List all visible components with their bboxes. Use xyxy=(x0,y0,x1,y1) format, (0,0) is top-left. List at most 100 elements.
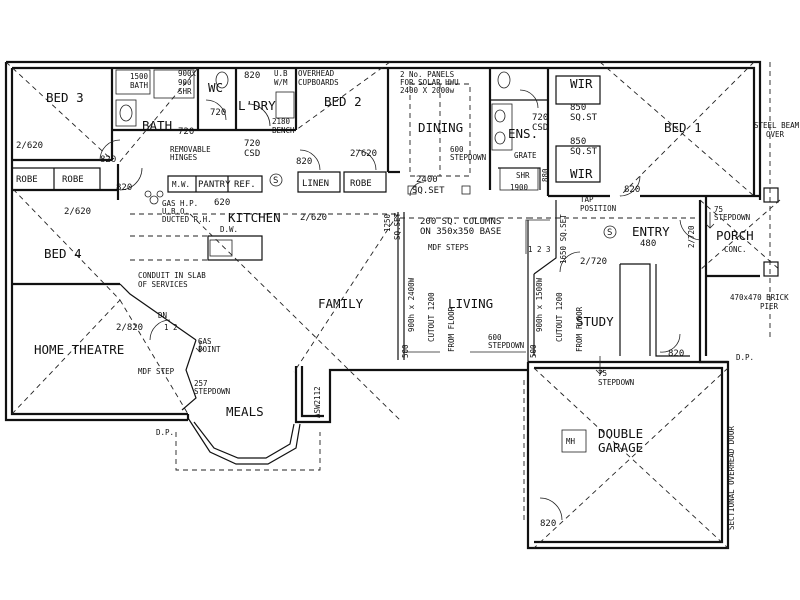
svg-text:STEPDOWN: STEPDOWN xyxy=(714,213,750,222)
svg-text:820: 820 xyxy=(624,185,640,195)
svg-text:BENCH: BENCH xyxy=(272,126,295,135)
svg-text:GAS: GAS xyxy=(198,337,212,346)
svg-text:820: 820 xyxy=(296,157,312,167)
room-ens: ENS. xyxy=(508,126,538,141)
svg-text:ROBE: ROBE xyxy=(16,175,38,185)
svg-text:2/620: 2/620 xyxy=(64,207,91,217)
svg-text:900h x 1500W: 900h x 1500W xyxy=(535,277,544,332)
room-bed4: BED 4 xyxy=(44,246,82,261)
room-ldry: L'DRY xyxy=(238,98,276,113)
svg-text:MH: MH xyxy=(566,437,576,446)
svg-text:U.B: U.B xyxy=(274,69,288,78)
room-bed1: BED 1 xyxy=(664,120,702,135)
svg-text:W/M: W/M xyxy=(274,78,288,87)
mdf-steps xyxy=(525,219,550,254)
svg-text:820: 820 xyxy=(116,183,132,193)
column-1 xyxy=(407,185,417,195)
svg-text:900: 900 xyxy=(178,78,192,87)
room-wir-top: WIR xyxy=(570,76,593,91)
hot-plate xyxy=(149,195,159,205)
room-family: FAMILY xyxy=(318,296,364,311)
svg-text:STEEL BEAM: STEEL BEAM xyxy=(754,121,800,130)
svg-text:GAS H.P.: GAS H.P. xyxy=(162,199,198,208)
svg-text:S: S xyxy=(607,228,612,238)
svg-text:720: 720 xyxy=(244,139,260,149)
svg-text:M.W.: M.W. xyxy=(172,180,190,189)
svg-text:STEPDOWN: STEPDOWN xyxy=(488,341,524,350)
door-swings xyxy=(99,89,701,521)
brick-pier-top xyxy=(763,187,779,203)
svg-text:SHR: SHR xyxy=(516,171,530,180)
svg-text:SQ.ST: SQ.ST xyxy=(570,113,598,123)
svg-text:ON 350x350 BASE: ON 350x350 BASE xyxy=(420,227,501,237)
svg-text:850: 850 xyxy=(570,137,586,147)
svg-text:880: 880 xyxy=(541,168,550,182)
outer-walls xyxy=(4,60,762,550)
svg-text:OVER: OVER xyxy=(766,130,785,139)
svg-text:PIER: PIER xyxy=(760,302,779,311)
room-labels: BED 3 BATH WC L'DRY BED 2 DINING ENS. WI… xyxy=(34,76,754,455)
svg-text:2/820: 2/820 xyxy=(116,323,143,333)
svg-text:POSITION: POSITION xyxy=(580,204,616,213)
svg-text:2400 X 2000w: 2400 X 2000w xyxy=(400,86,455,95)
svg-text:REF.: REF. xyxy=(234,180,256,190)
svg-text:2/620: 2/620 xyxy=(16,141,43,151)
svg-text:STEPDOWN: STEPDOWN xyxy=(194,387,230,396)
svg-text:2 No. PANELS: 2 No. PANELS xyxy=(400,70,455,79)
svg-text:REMOVABLE: REMOVABLE xyxy=(170,145,211,154)
manhole xyxy=(561,429,587,453)
svg-text:1900: 1900 xyxy=(510,183,529,192)
svg-text:SECTIONAL OVERHEAD DOOR: SECTIONAL OVERHEAD DOOR xyxy=(727,426,736,530)
svg-text:600: 600 xyxy=(488,333,502,342)
svg-text:D.P.: D.P. xyxy=(156,428,174,437)
room-wc: WC xyxy=(208,80,223,95)
svg-text:FOR SOLAR HWU: FOR SOLAR HWU xyxy=(400,78,459,87)
bathtub xyxy=(115,69,151,95)
shower xyxy=(153,69,195,99)
smoke-detector-1 xyxy=(269,173,283,187)
svg-text:LINEN: LINEN xyxy=(302,179,329,189)
room-kitchen: KITCHEN xyxy=(228,210,281,225)
svg-text:2180: 2180 xyxy=(272,117,291,126)
vanity xyxy=(115,99,137,127)
svg-text:1650 SQ.SET: 1650 SQ.SET xyxy=(559,214,568,264)
svg-text:CSD: CSD xyxy=(244,149,260,159)
svg-text:1250: 1250 xyxy=(383,213,392,232)
svg-text:820: 820 xyxy=(244,71,260,81)
svg-text:STEPDOWN: STEPDOWN xyxy=(450,153,486,162)
toilet-ens xyxy=(497,71,511,89)
fixtures xyxy=(115,69,779,453)
svg-text:720: 720 xyxy=(178,127,194,137)
room-wir-bottom: WIR xyxy=(570,166,593,181)
room-porch: PORCH xyxy=(716,228,754,243)
toilet-wc xyxy=(215,71,229,89)
meals-bay-window xyxy=(181,339,301,465)
svg-text:MDF STEPS: MDF STEPS xyxy=(428,243,469,252)
brick-pier-bottom xyxy=(763,261,779,277)
svg-text:CUTOUT 1200: CUTOUT 1200 xyxy=(427,292,436,342)
room-entry: ENTRY xyxy=(632,224,670,239)
svg-text:SQ.SET: SQ.SET xyxy=(412,186,445,196)
svg-text:470x470 BRICK: 470x470 BRICK xyxy=(730,293,789,302)
svg-text:D.P.: D.P. xyxy=(736,353,754,362)
svg-text:ROBE: ROBE xyxy=(350,179,372,189)
room-bath: BATH xyxy=(142,118,172,133)
svg-text:CUTOUT 1200: CUTOUT 1200 xyxy=(555,292,564,342)
kitchen-sink xyxy=(209,239,233,257)
svg-text:720: 720 xyxy=(532,113,548,123)
svg-text:200 SQ. COLUMNS: 200 SQ. COLUMNS xyxy=(420,217,501,227)
svg-text:1 2 3: 1 2 3 xyxy=(528,245,551,254)
svg-text:620: 620 xyxy=(214,198,230,208)
column-2 xyxy=(461,185,471,195)
ceiling-lines xyxy=(5,61,781,549)
svg-text:2/720: 2/720 xyxy=(687,225,696,248)
svg-text:PANTRY: PANTRY xyxy=(198,180,231,190)
svg-text:D.W.: D.W. xyxy=(220,225,238,234)
svg-text:STEPDOWN: STEPDOWN xyxy=(598,378,634,387)
svg-text:820: 820 xyxy=(668,349,684,359)
svg-text:820: 820 xyxy=(540,519,556,529)
svg-text:POINT: POINT xyxy=(198,345,221,354)
svg-text:DN: DN xyxy=(158,311,167,320)
svg-text:2/620: 2/620 xyxy=(300,213,327,223)
